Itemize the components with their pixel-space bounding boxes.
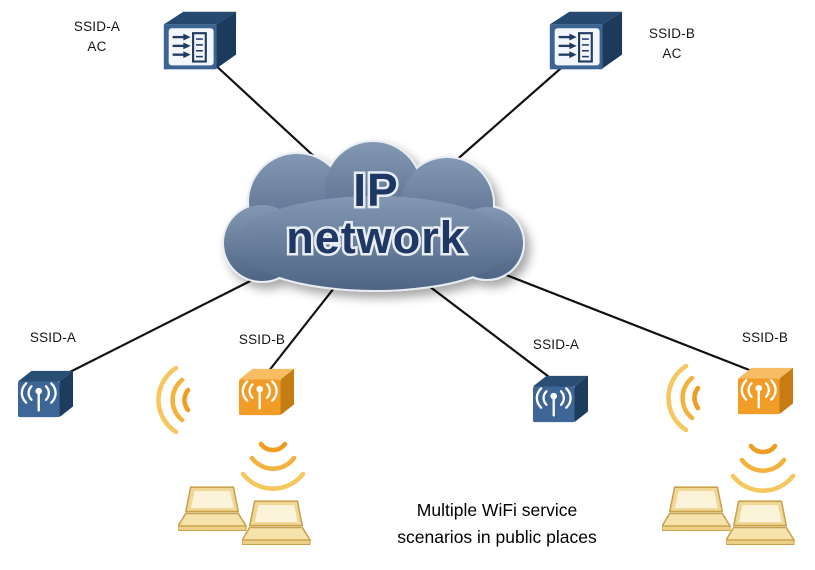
ap-1-label: SSID-A — [29, 330, 77, 345]
wifi-signal-arcs-icon — [136, 364, 196, 436]
ac-right-label-role: AC — [662, 46, 682, 62]
network-switch-icon — [542, 6, 624, 76]
wifi-signal-arcs-icon — [646, 362, 706, 434]
ac-left-label: SSID-A AC — [57, 17, 137, 58]
connector-line — [57, 261, 289, 379]
ac-right-label-ssid: SSID-B — [648, 26, 696, 41]
diagram-caption: Multiple WiFi service scenarios in publi… — [342, 497, 652, 551]
ap-4-label: SSID-B — [741, 330, 789, 345]
wifi-signal-arcs-icon — [730, 438, 796, 496]
wireless-ap-icon — [234, 364, 298, 420]
connector-line — [267, 282, 339, 373]
laptop-icon — [242, 500, 312, 551]
wireless-ap-icon — [733, 363, 797, 419]
wifi-signal-arcs-icon — [240, 436, 306, 494]
ip-network-cloud: IP network — [222, 140, 525, 292]
caption-line1: Multiple WiFi service — [416, 500, 578, 520]
connector-line — [424, 282, 554, 381]
laptop-icon — [662, 486, 732, 537]
connector-line — [467, 258, 758, 375]
caption-line2: scenarios in public places — [397, 527, 597, 548]
cloud-label-line1: IP — [353, 164, 398, 216]
cloud-label-line2: network — [286, 212, 466, 263]
ap-2-label: SSID-B — [238, 332, 286, 347]
wireless-ap-icon — [528, 371, 592, 427]
ac-right-label: SSID-B AC — [632, 24, 712, 65]
ac-left-label-role: AC — [87, 39, 107, 55]
laptop-icon — [726, 500, 796, 551]
network-switch-icon — [156, 6, 238, 76]
laptop-icon — [178, 486, 248, 537]
ac-left-label-ssid: SSID-A — [73, 19, 121, 34]
ap-3-label: SSID-A — [532, 337, 580, 352]
wireless-ap-icon — [13, 366, 77, 422]
